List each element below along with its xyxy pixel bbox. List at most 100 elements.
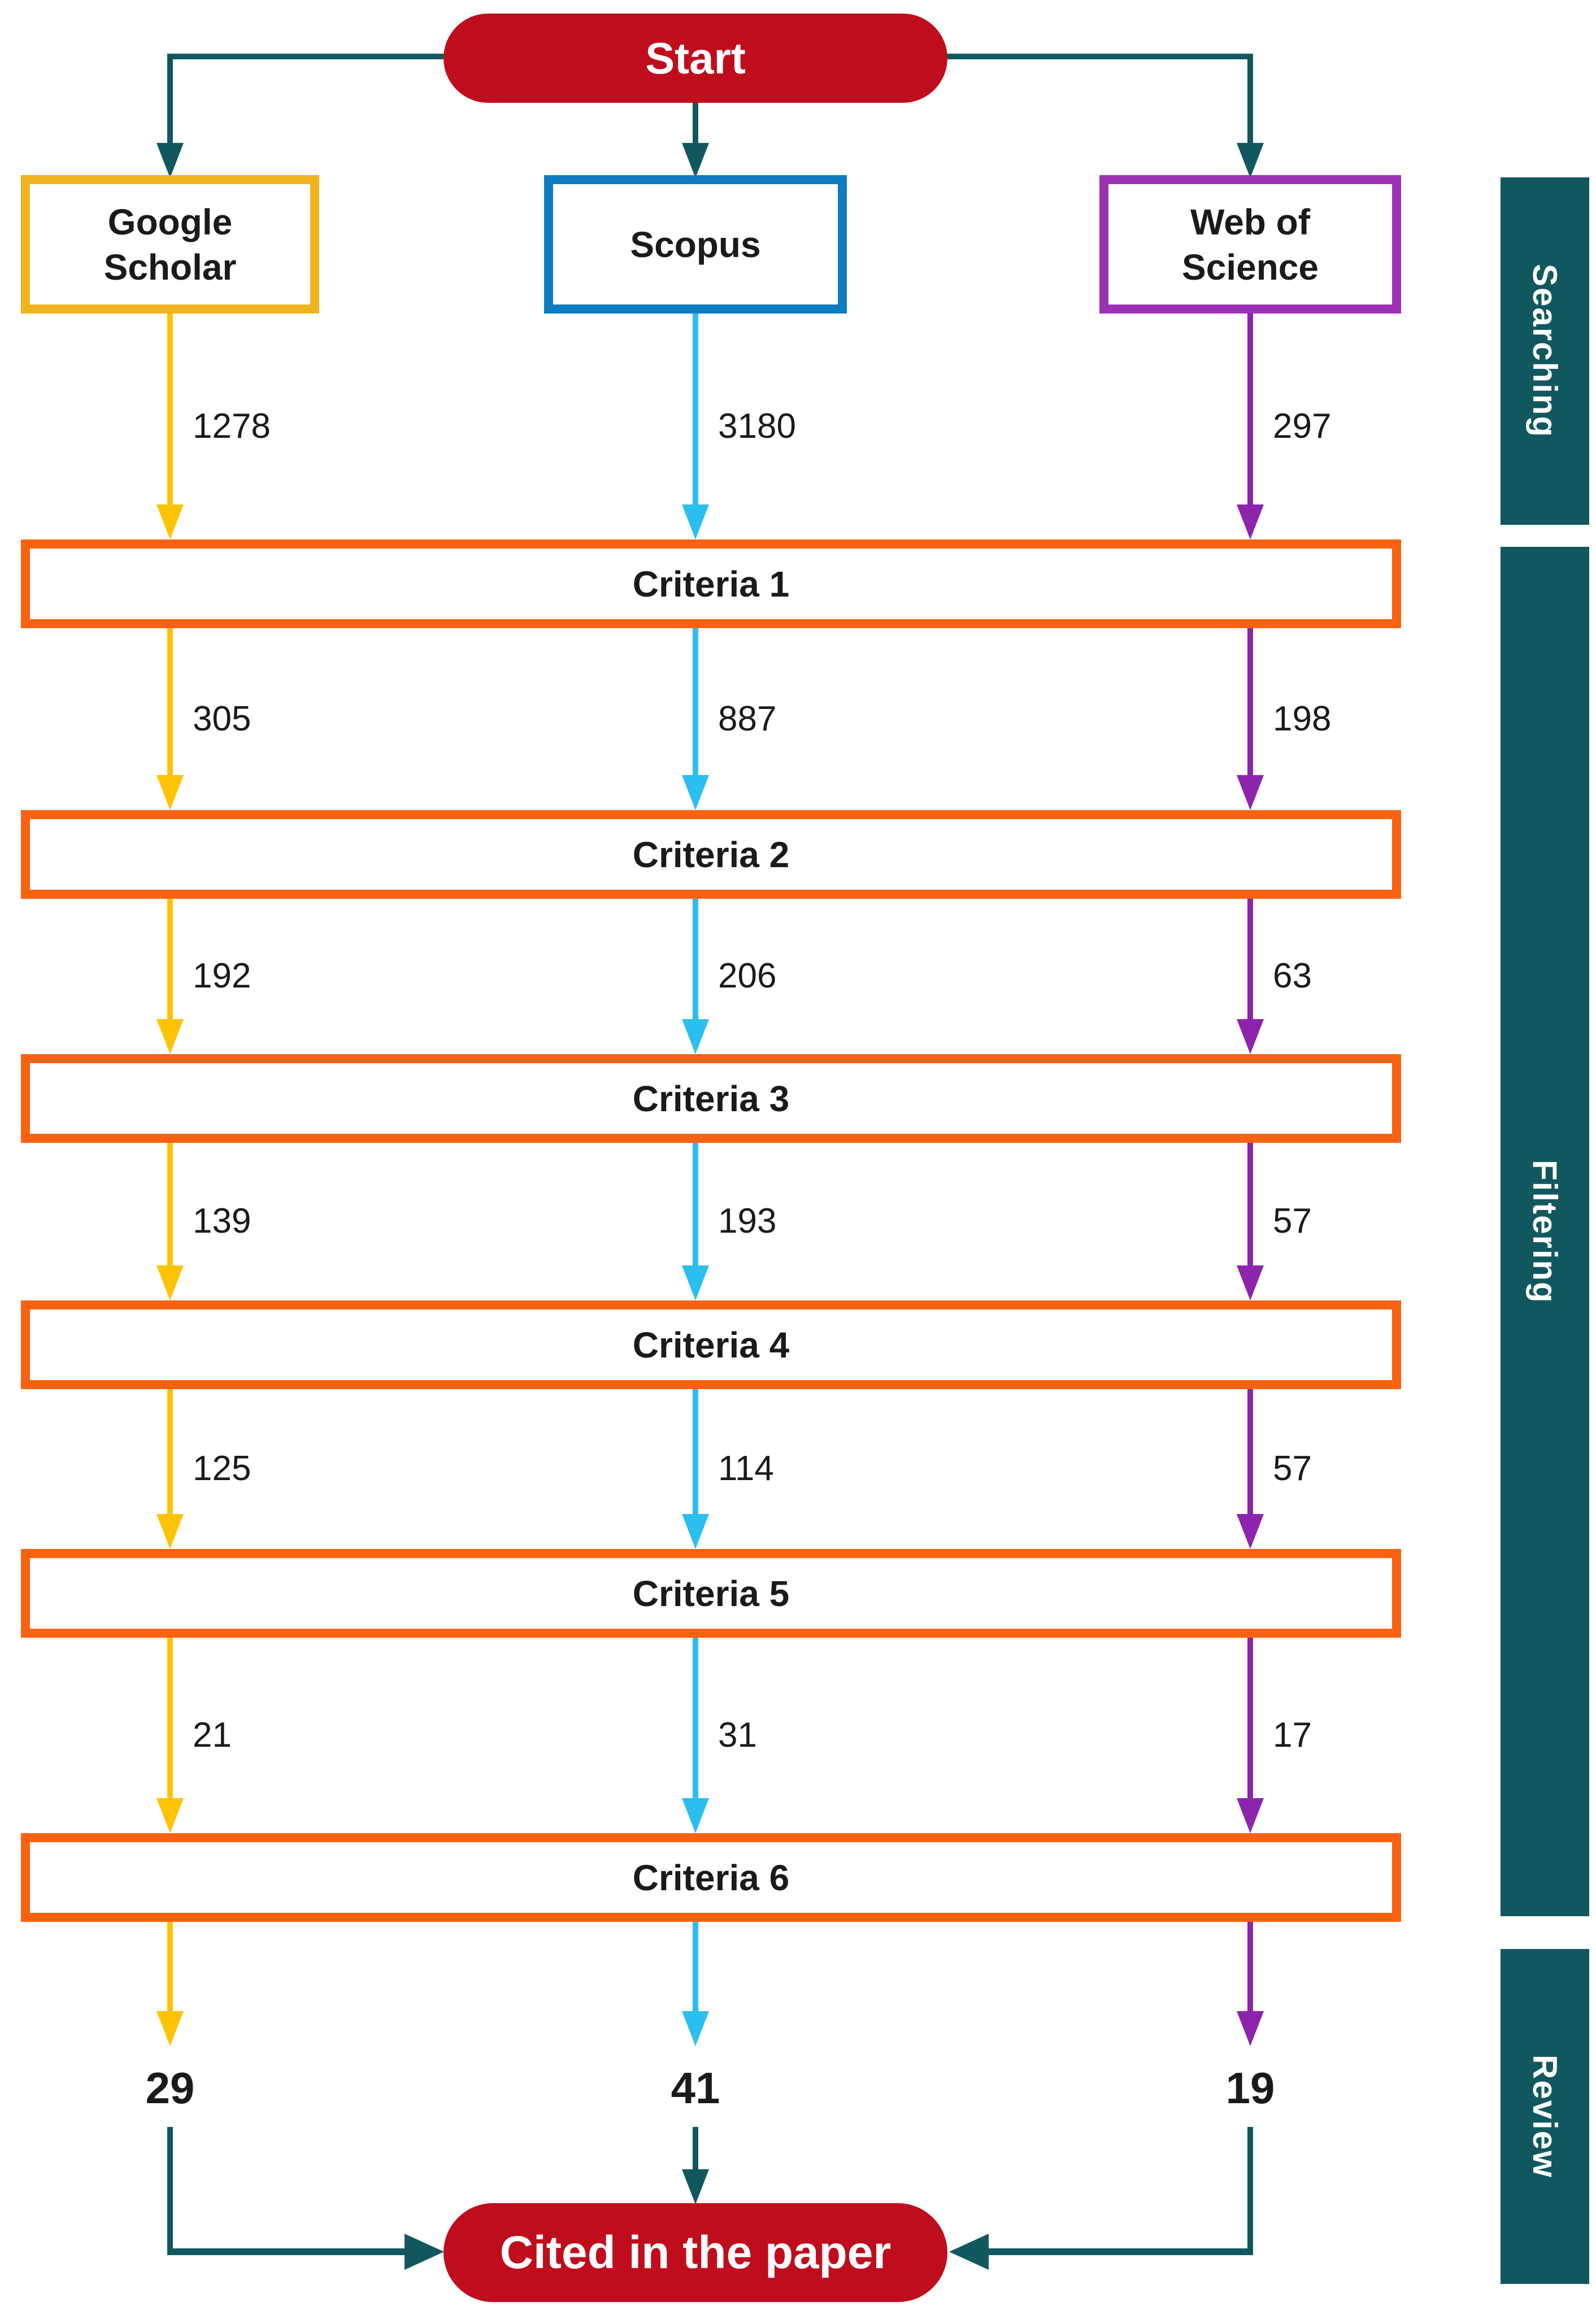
arrowhead-scopus-final bbox=[682, 2011, 709, 2046]
arrow-scopus-to-criteria-1 bbox=[693, 314, 698, 504]
count-gs-searching: 1278 bbox=[193, 407, 271, 446]
arrow-gs-to-criteria-3 bbox=[167, 899, 173, 1019]
final-count-google-scholar: 29 bbox=[145, 2063, 195, 2113]
stage-band-searching: Searching bbox=[1501, 177, 1589, 525]
arrow-gs-to-final bbox=[167, 1922, 173, 2011]
count-wos-criteria-2: 63 bbox=[1273, 956, 1312, 995]
count-wos-criteria-5: 17 bbox=[1273, 1716, 1312, 1755]
arrow-scopus-to-final bbox=[693, 1922, 698, 2011]
arrow-gs-to-criteria-6 bbox=[167, 1638, 173, 1798]
arrowhead-gs-criteria-6 bbox=[156, 1798, 184, 1833]
start-label: Start bbox=[645, 33, 746, 83]
count-scopus-criteria-2: 206 bbox=[718, 956, 777, 995]
connector-gs-final-down bbox=[167, 2127, 173, 2255]
source-box-scopus: Scopus bbox=[544, 175, 847, 314]
arrowhead-scopus-criteria-2 bbox=[682, 775, 709, 810]
count-scopus-criteria-3: 193 bbox=[718, 1202, 777, 1241]
criteria-label-5: Criteria 5 bbox=[632, 1573, 790, 1614]
arrowhead-scopus-criteria-5 bbox=[682, 1514, 709, 1549]
count-scopus-criteria-1: 887 bbox=[718, 699, 777, 738]
criteria-box-2: Criteria 2 bbox=[21, 810, 1401, 899]
arrow-gs-to-criteria-1 bbox=[167, 314, 173, 504]
count-scopus-searching: 3180 bbox=[718, 407, 796, 446]
stage-label-review: Review bbox=[1526, 2055, 1564, 2178]
arrowhead-to-scopus bbox=[682, 143, 709, 178]
count-scopus-criteria-4: 114 bbox=[718, 1449, 774, 1488]
connector-start-to-scopus bbox=[693, 102, 698, 143]
criteria-box-3: Criteria 3 bbox=[21, 1054, 1401, 1143]
arrow-scopus-to-criteria-4 bbox=[693, 1143, 698, 1265]
connector-scopus-final-down bbox=[693, 2127, 698, 2169]
arrowhead-wos-criteria-2 bbox=[1237, 775, 1264, 810]
arrow-scopus-to-criteria-2 bbox=[693, 628, 698, 775]
stage-band-review: Review bbox=[1501, 1949, 1589, 2284]
arrowhead-scopus-criteria-3 bbox=[682, 1019, 709, 1054]
source-label-google-scholar: Google Scholar bbox=[103, 201, 237, 288]
count-gs-criteria-3: 139 bbox=[193, 1202, 251, 1241]
arrowhead-scopus-to-cited bbox=[682, 2169, 709, 2204]
source-box-google-scholar: Google Scholar bbox=[21, 175, 319, 314]
arrow-gs-to-criteria-5 bbox=[167, 1389, 173, 1514]
arrowhead-scopus-criteria-4 bbox=[682, 1265, 709, 1300]
connector-start-to-google-scholar bbox=[167, 54, 173, 143]
end-label: Cited in the paper bbox=[499, 2226, 892, 2278]
arrow-wos-to-criteria-6 bbox=[1247, 1638, 1253, 1798]
arrowhead-scopus-criteria-6 bbox=[682, 1798, 709, 1833]
arrow-wos-to-final bbox=[1247, 1922, 1253, 2011]
arrow-scopus-to-criteria-3 bbox=[693, 899, 698, 1019]
arrowhead-wos-criteria-6 bbox=[1237, 1798, 1264, 1833]
count-scopus-criteria-5: 31 bbox=[718, 1716, 757, 1755]
stage-label-searching: Searching bbox=[1526, 264, 1564, 438]
count-wos-criteria-4: 57 bbox=[1273, 1449, 1312, 1488]
arrowhead-wos-criteria-4 bbox=[1237, 1265, 1264, 1300]
count-gs-criteria-2: 192 bbox=[193, 956, 251, 995]
count-gs-criteria-1: 305 bbox=[193, 699, 251, 738]
arrowhead-gs-criteria-2 bbox=[156, 775, 184, 810]
arrowhead-gs-criteria-3 bbox=[156, 1019, 184, 1054]
connector-start-to-web-of-science bbox=[1247, 54, 1253, 143]
criteria-box-1: Criteria 1 bbox=[21, 539, 1401, 628]
arrow-wos-to-criteria-3 bbox=[1247, 899, 1253, 1019]
arrow-scopus-to-criteria-6 bbox=[693, 1638, 698, 1798]
source-label-scopus: Scopus bbox=[630, 224, 761, 265]
end-node: Cited in the paper bbox=[443, 2203, 947, 2302]
arrowhead-gs-to-cited bbox=[405, 2234, 444, 2270]
criteria-box-5: Criteria 5 bbox=[21, 1549, 1401, 1638]
arrowhead-scopus-criteria-1 bbox=[682, 504, 709, 539]
arrowhead-wos-criteria-3 bbox=[1237, 1019, 1264, 1054]
arrow-gs-to-criteria-2 bbox=[167, 628, 173, 775]
arrowhead-wos-to-cited bbox=[949, 2234, 989, 2270]
arrowhead-wos-criteria-5 bbox=[1237, 1514, 1264, 1549]
criteria-label-2: Criteria 2 bbox=[632, 834, 790, 875]
count-wos-searching: 297 bbox=[1273, 407, 1332, 446]
count-gs-criteria-5: 21 bbox=[193, 1716, 232, 1755]
stage-band-filtering: Filtering bbox=[1501, 547, 1589, 1916]
criteria-label-4: Criteria 4 bbox=[632, 1324, 790, 1365]
arrowhead-gs-final bbox=[156, 2011, 184, 2046]
final-count-web-of-science: 19 bbox=[1225, 2063, 1275, 2113]
arrowhead-gs-criteria-4 bbox=[156, 1265, 184, 1300]
arrowhead-wos-final bbox=[1237, 2011, 1264, 2046]
arrow-wos-to-criteria-4 bbox=[1247, 1143, 1253, 1265]
criteria-label-3: Criteria 3 bbox=[632, 1078, 790, 1119]
arrowhead-wos-criteria-1 bbox=[1237, 504, 1264, 539]
criteria-label-6: Criteria 6 bbox=[632, 1857, 790, 1898]
start-node: Start bbox=[443, 14, 947, 103]
source-box-web-of-science: Web of Science bbox=[1099, 175, 1401, 314]
arrow-wos-to-criteria-1 bbox=[1247, 314, 1253, 504]
connector-gs-final-horizontal bbox=[167, 2248, 406, 2255]
connector-wos-final-down bbox=[1247, 2127, 1253, 2255]
criteria-box-6: Criteria 6 bbox=[21, 1833, 1401, 1922]
criteria-box-4: Criteria 4 bbox=[21, 1300, 1401, 1389]
count-wos-criteria-3: 57 bbox=[1273, 1202, 1312, 1241]
arrow-scopus-to-criteria-5 bbox=[693, 1389, 698, 1514]
stage-label-filtering: Filtering bbox=[1526, 1159, 1564, 1304]
count-wos-criteria-1: 198 bbox=[1273, 699, 1332, 738]
arrow-wos-to-criteria-2 bbox=[1247, 628, 1253, 775]
final-count-scopus: 41 bbox=[671, 2063, 720, 2113]
connector-wos-final-horizontal bbox=[989, 2248, 1253, 2255]
arrow-wos-to-criteria-5 bbox=[1247, 1389, 1253, 1514]
arrowhead-to-google-scholar bbox=[156, 143, 184, 178]
count-gs-criteria-4: 125 bbox=[193, 1449, 251, 1488]
